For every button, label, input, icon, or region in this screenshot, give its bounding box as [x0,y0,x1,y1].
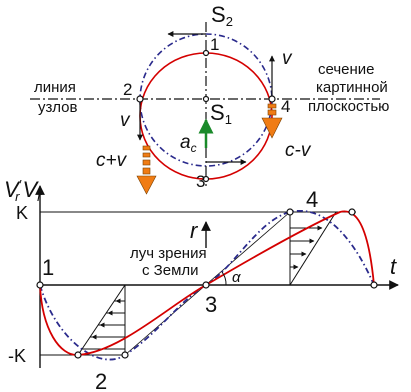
orbit-point-1 [202,49,210,57]
label-c-plus-v: c+v [96,150,128,171]
triangle-right-arrows [290,225,323,270]
label-point-2: 2 [123,80,132,99]
graph-label-3: 3 [205,292,217,317]
label-point-3: 3 [196,172,205,191]
alpha-arc [221,271,227,286]
label-section-2: картинной [316,79,388,96]
x-axis-label: t [390,254,397,279]
label-node-line-1: линия [34,79,76,96]
label-node-line-2: узлов [38,99,77,116]
star-s1-dot [202,95,210,103]
label-s1: S1 [210,100,232,127]
label-v-left: v [120,110,131,131]
triangle-right [289,211,337,286]
label-section-3: плоскостью [308,98,389,115]
r-label: r [190,218,199,243]
label-point-4: 4 [281,97,290,116]
orbit-panel: S2 S1 1 2 3 4 v v ac c+v c-v линия узлов… [30,2,389,195]
k-label: K [16,203,28,223]
graph-point-1 [36,281,44,289]
graph-label-1: 1 [42,255,54,280]
neg-k-label: -K [8,346,26,366]
orbit-point-4 [268,95,276,103]
label-point-1: 1 [210,35,219,54]
graph-point-4-left [286,208,294,216]
graph-point-2-right [121,351,129,359]
graph-point-end [370,281,378,289]
line-of-sight-label-1: луч зрения [130,245,207,262]
label-accel: ac [180,132,197,155]
orbit-point-3 [202,175,210,183]
orbit-point-2 [136,95,144,103]
alpha-label: α [232,269,241,286]
graph-point-4-right [348,208,356,216]
line-of-sight-label-2: с Земли [142,262,199,279]
graph-label-2: 2 [95,369,107,392]
light-arrow-right [261,103,283,139]
triangle-left-arrows [91,298,125,340]
triangle-left [77,284,126,356]
label-s2: S2 [211,2,233,29]
label-section-1: сечение [318,61,375,78]
label-v-right: v [282,48,293,69]
light-arrow-left [136,145,157,195]
graph-point-2-left [74,351,82,359]
graph-point-3 [202,281,210,289]
graph-label-4: 4 [306,187,318,212]
label-c-minus-v: c-v [285,140,312,161]
